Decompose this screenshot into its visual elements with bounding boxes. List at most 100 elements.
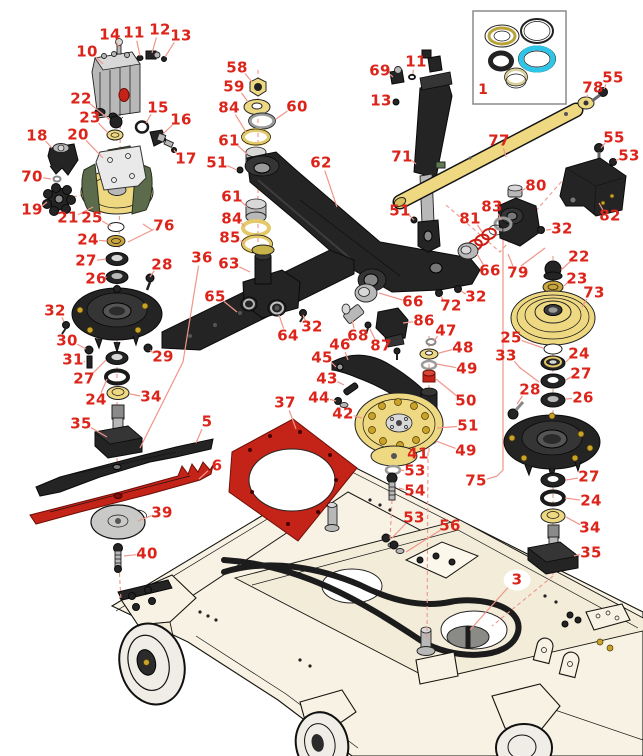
pulley-top-sliver	[251, 244, 275, 256]
washer-23	[106, 129, 124, 141]
leader-line-24	[565, 357, 571, 363]
leader-line-27	[96, 258, 107, 261]
blade-standard	[35, 438, 214, 497]
leader-line-27	[565, 477, 579, 481]
leader-line-72	[440, 295, 444, 301]
spindle-housing-right	[503, 412, 601, 481]
leader-line-36	[139, 265, 200, 449]
leader-line-25	[521, 339, 544, 349]
leader-line-32	[61, 316, 65, 323]
leader-line-14	[115, 41, 120, 49]
pivot-arm-assembly	[236, 77, 481, 303]
leader-line-85	[240, 240, 245, 244]
leader-line-83	[497, 213, 502, 221]
leader-line-77	[502, 148, 507, 158]
leader-line-37	[288, 410, 297, 430]
leader-line-49	[435, 440, 456, 450]
leader-line-46	[344, 351, 349, 361]
leader-line-55	[600, 142, 606, 149]
leader-line-79	[507, 253, 514, 267]
idler-bar-assembly	[161, 244, 355, 351]
leader-line-70	[42, 177, 52, 180]
leader-line-65	[223, 301, 238, 313]
leader-line-13	[164, 42, 175, 58]
hex-nut-58	[249, 77, 267, 97]
leader-line-3	[469, 585, 510, 631]
bolt-28c	[507, 408, 519, 420]
leader-line-51	[436, 425, 458, 429]
leader-line-40	[123, 554, 137, 557]
baffle-plate-37	[228, 418, 358, 542]
bolt-55a	[598, 87, 608, 97]
leader-line-23	[98, 122, 109, 134]
caster-fork-left	[119, 574, 197, 626]
tension-arm-assembly	[331, 303, 444, 501]
leader-line-82	[598, 202, 604, 211]
leader-line-87	[369, 328, 376, 340]
leader-line-6	[198, 470, 209, 480]
ring-84	[241, 128, 271, 146]
bracket-86	[375, 307, 409, 341]
leader-line-55	[603, 83, 607, 90]
leader-line-68	[351, 319, 355, 329]
ring-47	[425, 338, 437, 346]
leader-line-71	[411, 160, 417, 165]
leader-line-32	[460, 290, 467, 295]
leader-line-49	[436, 363, 457, 369]
leader-line-80	[520, 188, 526, 192]
leader-line-15	[145, 113, 152, 124]
pin-43	[343, 382, 359, 396]
ring-25	[107, 222, 125, 232]
bushing-50	[422, 369, 436, 383]
clamp-green-left	[81, 163, 101, 215]
leader-line-76	[127, 228, 155, 243]
right-spindle-assembly	[503, 260, 601, 575]
leader-line-24	[564, 497, 581, 501]
seal-small	[488, 50, 514, 72]
leader-line-31	[83, 360, 86, 363]
mower-deck	[110, 463, 643, 756]
plug-13	[161, 56, 167, 62]
ring-24b	[104, 368, 130, 386]
leader-line-73	[581, 298, 588, 308]
ring-60	[248, 112, 276, 130]
leader-line-53	[391, 522, 407, 539]
leader-line-16	[162, 124, 173, 135]
caster-wheel-center	[294, 711, 350, 756]
bearing-27d	[540, 373, 566, 389]
bearing-26c	[540, 392, 566, 408]
leader-line-10	[95, 56, 104, 65]
leader-line-35	[90, 427, 108, 438]
left-spindle-assembly	[61, 252, 163, 459]
leader-line-30	[76, 343, 87, 350]
bolt-31	[86, 355, 93, 369]
leader-line-61	[237, 145, 248, 155]
o-ring-15	[134, 120, 150, 134]
leader-line-39	[137, 514, 152, 522]
leader-line-32	[302, 314, 306, 321]
backup-ring	[504, 68, 528, 86]
leader-line-66	[378, 292, 403, 301]
pin-45	[336, 363, 344, 371]
leader-line-66	[476, 253, 484, 265]
caster-wheel-right	[495, 723, 553, 756]
leader-line-63	[239, 266, 251, 273]
cup-34	[106, 386, 130, 400]
bearing-27e	[540, 472, 566, 488]
caster-wheel-left	[118, 622, 186, 706]
leader-line-84	[234, 114, 247, 133]
leader-line-48	[438, 349, 453, 354]
ring-24d	[540, 489, 566, 507]
cover-disc-39	[90, 504, 147, 540]
leader-line-75	[486, 475, 498, 480]
leader-line-54	[398, 487, 405, 491]
leader-line-53	[615, 158, 620, 162]
idler-pulley-42	[354, 392, 444, 456]
stud-32d	[454, 285, 462, 293]
bearing-24c	[540, 355, 566, 371]
leader-line-51	[408, 214, 415, 221]
pump-port-red	[118, 88, 130, 102]
belt-guide-bracket	[381, 533, 480, 579]
